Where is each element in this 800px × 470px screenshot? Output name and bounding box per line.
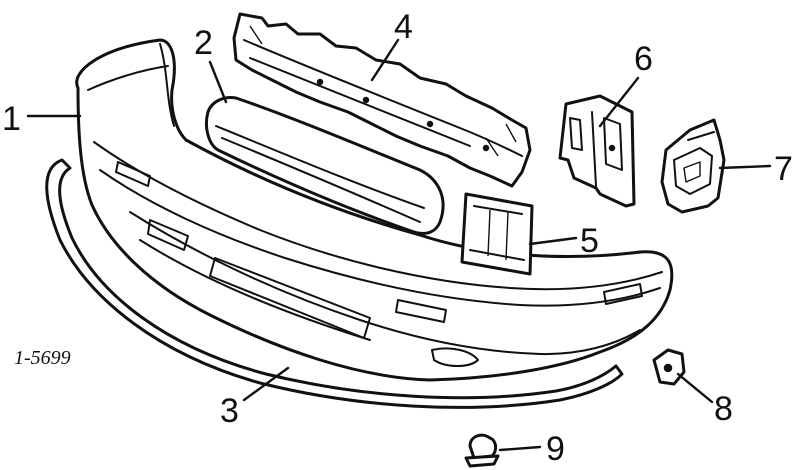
callout-6: 6 <box>634 40 653 78</box>
callout-4: 4 <box>394 8 413 46</box>
license-plate-bracket <box>460 192 534 276</box>
callout-7: 7 <box>774 150 793 188</box>
callout-5: 5 <box>580 222 599 260</box>
clip-8 <box>652 348 686 386</box>
reinforcement-beam <box>232 12 532 188</box>
energy-absorber <box>204 96 445 236</box>
leader-lines <box>26 38 772 452</box>
callout-1: 1 <box>2 100 21 138</box>
lower-spoiler-strip <box>45 158 624 409</box>
side-bracket-7 <box>660 118 726 214</box>
reference-code: 1-5699 <box>14 347 71 369</box>
callout-2: 2 <box>194 24 213 62</box>
push-fastener-9 <box>464 433 500 468</box>
callout-3: 3 <box>220 392 239 430</box>
bumper-cover <box>75 38 674 382</box>
callout-9: 9 <box>546 430 565 468</box>
callout-8: 8 <box>714 390 733 428</box>
mounting-bracket-6 <box>558 94 636 208</box>
